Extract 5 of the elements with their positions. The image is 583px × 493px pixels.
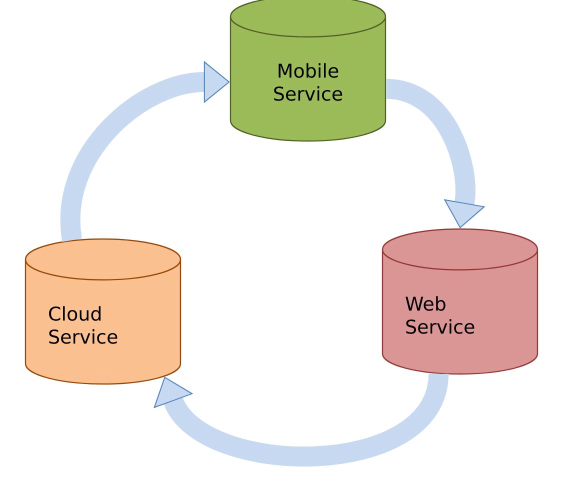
- cylinder: Cloud Service: [24, 238, 182, 385]
- curved-arrow: [154, 372, 448, 466]
- cylinder: Mobile Service: [230, 0, 386, 142]
- cylinder: Web Service: [382, 228, 538, 375]
- curved-arrow: [60, 60, 230, 241]
